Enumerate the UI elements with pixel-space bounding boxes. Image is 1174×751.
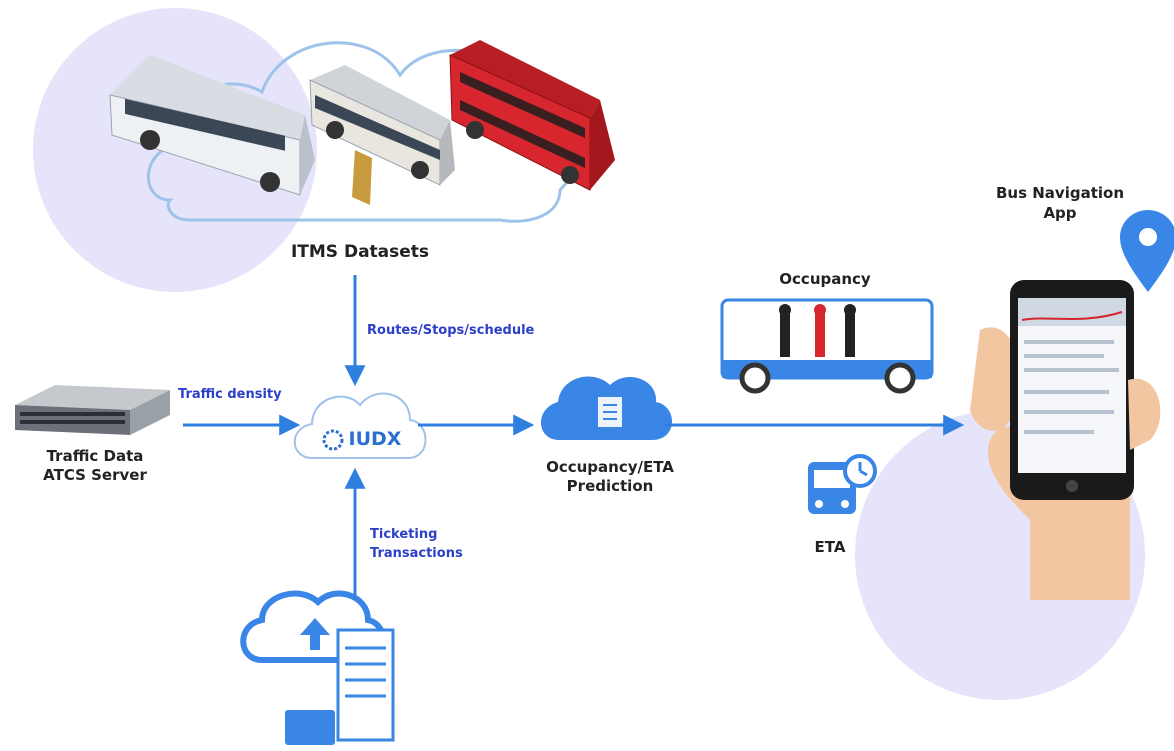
- traffic-server-line-1: Traffic Data: [46, 447, 144, 465]
- app-line-2: App: [1043, 204, 1077, 222]
- location-pin-icon: [1120, 210, 1174, 292]
- traffic-server-label: Traffic Data ATCS Server: [20, 447, 170, 485]
- ticketing-line-1: Ticketing: [370, 527, 438, 542]
- prediction-cloud-icon: [540, 376, 673, 440]
- prediction-line-2: Prediction: [566, 477, 654, 495]
- white-bus-icon: [109, 55, 315, 196]
- app-label: Bus Navigation App: [985, 183, 1135, 223]
- passenger-figures: [779, 304, 856, 357]
- ticketing-line-2: Transactions: [370, 546, 463, 561]
- routes-edge-label: Routes/Stops/schedule: [367, 323, 535, 338]
- eta-bus-clock-icon: [808, 454, 877, 514]
- ticketing-edge-label: Ticketing Transactions: [370, 525, 463, 563]
- ticketing-database-icon: [240, 590, 395, 745]
- red-double-decker-bus-icon: [449, 40, 615, 191]
- traffic-density-edge-label: Traffic density: [178, 387, 282, 402]
- prediction-line-1: Occupancy/ETA: [546, 458, 674, 476]
- eta-label: ETA: [814, 538, 846, 556]
- hand-holding-phone-icon: [970, 280, 1161, 600]
- occupancy-bus-icon: [720, 298, 934, 394]
- low-floor-bus-icon: [309, 65, 455, 205]
- itms-datasets-label: ITMS Datasets: [290, 242, 430, 262]
- app-line-1: Bus Navigation: [995, 184, 1124, 202]
- prediction-label: Occupancy/ETA Prediction: [515, 458, 705, 496]
- traffic-server-line-2: ATCS Server: [43, 466, 147, 484]
- iudx-label: IUDX: [348, 428, 402, 450]
- atcs-server-icon: [15, 385, 170, 435]
- occupancy-label: Occupancy: [779, 270, 871, 288]
